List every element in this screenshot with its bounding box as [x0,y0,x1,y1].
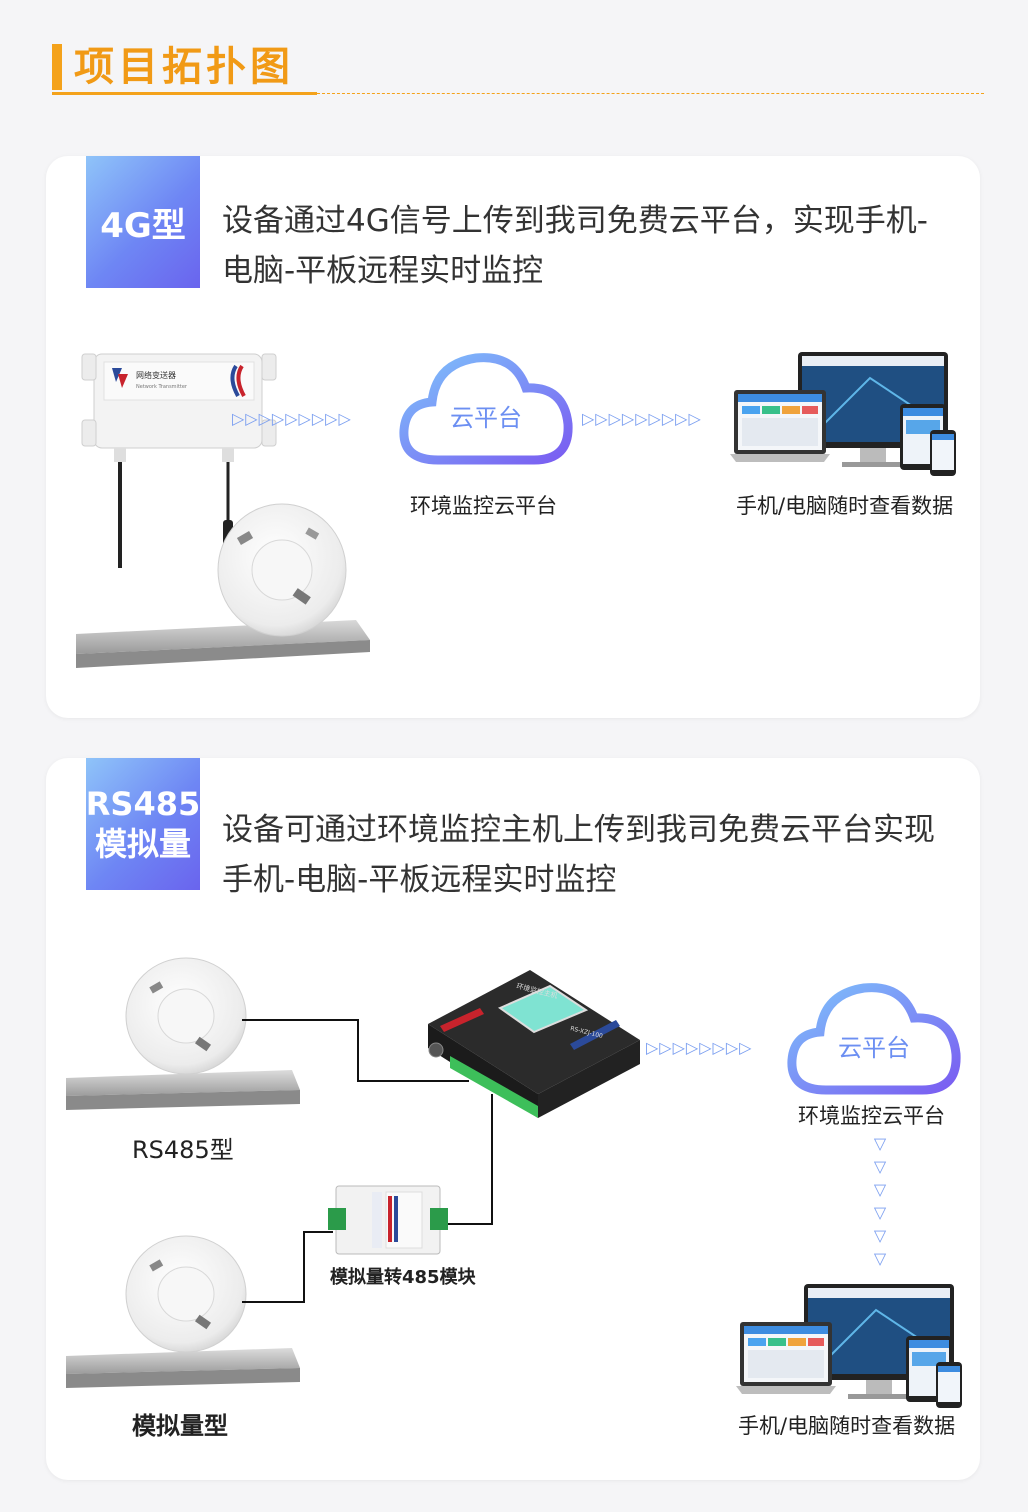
page-title: 项目拓扑图 [74,44,294,90]
network-transmitter-illustration: 网络变送器 Network Transmitter [76,353,370,668]
wire-sensor1-h2 [357,1080,469,1082]
transmitter-sublabel: Network Transmitter [136,384,188,390]
badge-line-analog: 模拟量 [95,825,192,863]
wire-module-h [448,1223,493,1225]
down-arrow: ▽ [873,1203,887,1222]
wire-sensor1-v [357,1019,359,1081]
analog-smoke-detector-illustration [66,1235,300,1388]
rs485-smoke-detector-illustration [66,957,300,1110]
title-dashed-line [317,93,984,94]
wire-sensor2-v [303,1231,305,1303]
module-caption: 模拟量转485模块 [330,1267,476,1288]
cloud-caption-2: 环境监控云平台 [798,1104,945,1128]
cloud-label-2: 云平台 [838,1034,910,1062]
section-4g-card: 4G型 设备通过4G信号上传到我司免费云平台，实现手机-电脑-平板远程实时监控 … [46,156,980,718]
transmitter-label: 网络变送器 [136,370,176,380]
down-arrow: ▽ [873,1157,887,1176]
down-arrow: ▽ [873,1226,887,1245]
devices-illustration-2 [736,1284,962,1408]
devices-caption-2: 手机/电脑随时查看数据 [738,1414,956,1438]
rs485-sensor-caption: RS485型 [132,1136,234,1164]
wire-module-v [491,1094,493,1224]
environment-monitoring-host-illustration: 环境监控主机 RS-XZJ-100 [428,970,640,1118]
title-accent-bar [52,44,62,90]
flow-arrows-to-cloud: ▷▷▷▷▷▷▷▷▷ [232,409,352,428]
cloud-platform-icon: 云平台 [399,353,573,465]
title-underline [52,92,317,95]
wire-sensor1-h1 [242,1019,358,1021]
type-badge-485: RS485 模拟量 [86,758,200,890]
cloud-caption: 环境监控云平台 [410,494,557,518]
wire-sensor2-h2 [303,1231,333,1233]
down-arrow: ▽ [873,1134,887,1153]
cloud-label: 云平台 [450,404,522,432]
type-badge-4g: 4G型 [86,156,200,288]
down-arrow: ▽ [873,1249,887,1268]
section-4g-description: 设备通过4G信号上传到我司免费云平台，实现手机-电脑-平板远程实时监控 [222,203,928,289]
devices-illustration [730,352,956,476]
flow-arrows-host-to-cloud: ▷▷▷▷▷▷▷▷ [646,1038,753,1057]
section-485-card: RS485 模拟量 设备可通过环境监控主机上传到我司免费云平台实现手机-电脑-平… [46,758,980,1480]
flow-arrows-cloud-to-devices: ▽ ▽ ▽ ▽ ▽ ▽ [870,1132,890,1270]
flow-arrows-to-devices: ▷▷▷▷▷▷▷▷▷ [582,409,702,428]
wire-sensor2-h [242,1301,304,1303]
analog-sensor-caption: 模拟量型 [132,1412,228,1440]
cloud-platform-icon-2: 云平台 [787,983,961,1095]
devices-caption: 手机/电脑随时查看数据 [736,494,954,518]
badge-line-rs485: RS485 [85,785,201,823]
analog-to-485-module-illustration [328,1185,448,1255]
section-485-description: 设备可通过环境监控主机上传到我司免费云平台实现手机-电脑-平板远程实时监控 [222,812,935,898]
page-header: 项目拓扑图 [52,40,984,100]
down-arrow: ▽ [873,1180,887,1199]
